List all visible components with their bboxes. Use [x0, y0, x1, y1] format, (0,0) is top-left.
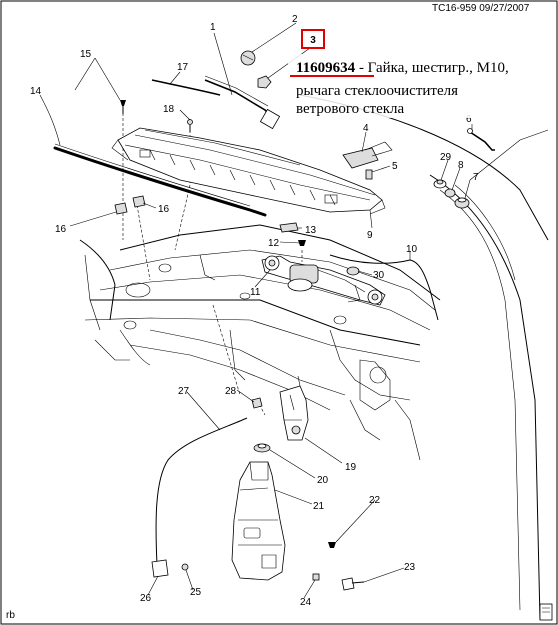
callout-15: 15	[80, 49, 92, 60]
part-4-bracket	[342, 141, 393, 169]
part-8-grommet	[444, 188, 456, 198]
callout-28: 28	[225, 386, 237, 397]
callout-25: 25	[190, 587, 202, 598]
highlight-desc-3: ветрового стекла	[296, 101, 405, 117]
callout-20: 20	[317, 475, 329, 486]
callout-27: 27	[178, 386, 190, 397]
page-corner-icon	[539, 603, 553, 621]
highlight-desc-2: рычага стеклоочистителя	[296, 83, 458, 99]
callout-30: 30	[373, 270, 385, 281]
part-13-grommet	[279, 222, 299, 233]
part-26-connector	[151, 559, 169, 578]
callout-29: 29	[440, 152, 452, 163]
callout-14: 14	[30, 86, 42, 97]
part-16-clip-left	[114, 202, 128, 215]
callout-4: 4	[363, 123, 369, 134]
callout-11: 11	[250, 287, 261, 298]
callout-22: 22	[369, 495, 381, 506]
part-2-cap	[240, 50, 256, 66]
part-15-push-pin	[120, 100, 126, 114]
highlight-part-number: 11609634	[296, 60, 356, 76]
part-24-nut	[312, 573, 320, 581]
callout-17: 17	[177, 62, 189, 73]
vehicle-body-outline	[79, 94, 549, 621]
part-19-pump-bracket	[279, 375, 309, 441]
callout-5: 5	[392, 161, 398, 172]
part-17-hose	[151, 79, 221, 96]
part-25-clip	[181, 563, 189, 571]
part-10-washer-hose	[329, 254, 439, 321]
part-11-wiper-motor	[261, 255, 386, 306]
part-7-nozzle	[454, 197, 470, 209]
highlight-label: 3 11609634 - Гайка, шестигр., М10, рычаг…	[288, 29, 550, 118]
part-28-clip	[251, 397, 263, 409]
highlight-callout: 3	[310, 35, 316, 46]
part-30-grommet	[346, 266, 360, 276]
callout-19: 19	[345, 462, 357, 473]
callout-6: 6	[466, 114, 472, 125]
part-14-cowl-seal	[53, 143, 267, 217]
corner-tag: rb	[6, 610, 15, 621]
callout-24: 24	[300, 597, 312, 608]
leader-lines	[39, 22, 473, 599]
callout-8: 8	[458, 160, 464, 171]
part-16-clip-right	[132, 195, 146, 208]
part-27-long-hose	[155, 417, 248, 566]
highlight-backing	[288, 54, 550, 118]
part-29-grommet	[433, 179, 447, 189]
callout-18: 18	[163, 104, 175, 115]
highlight-callout-box	[301, 29, 325, 49]
part-18-screw	[187, 119, 193, 132]
callout-10: 10	[406, 244, 418, 255]
callout-1: 1	[210, 22, 216, 33]
callout-2: 2	[292, 14, 298, 25]
part-22-bolt	[328, 542, 336, 548]
part-9-cowl-panel	[111, 127, 386, 215]
callout-21: 21	[313, 501, 325, 512]
part-20-reservoir-cap	[253, 443, 271, 453]
callout-12: 12	[268, 238, 280, 249]
callout-26: 26	[140, 593, 152, 604]
callout-16-left: 16	[55, 224, 67, 235]
highlight-desc-1: - Гайка, шестигр., М10,	[355, 60, 509, 76]
callout-9: 9	[367, 230, 373, 241]
part-6-fitting	[467, 128, 495, 151]
highlight-line-1: 11609634 - Гайка, шестигр., М10,	[296, 60, 509, 76]
part-21-reservoir	[231, 461, 286, 581]
callout-23: 23	[404, 562, 416, 573]
callout-labels: 1 2 4 5 6 7 8 9 10 11 12 13 14 15 16 16 …	[30, 14, 479, 608]
callout-7: 7	[473, 172, 479, 183]
part-3-nut	[257, 75, 272, 89]
part-12-bolt	[298, 240, 306, 246]
drawing-id: TC16-959 09/27/2007	[432, 3, 530, 14]
callout-16-right: 16	[158, 204, 170, 215]
part-5-clip	[365, 169, 373, 180]
part-1-wiper-arm	[204, 75, 281, 130]
callout-13: 13	[305, 225, 317, 236]
part-23-bolt	[341, 577, 365, 591]
